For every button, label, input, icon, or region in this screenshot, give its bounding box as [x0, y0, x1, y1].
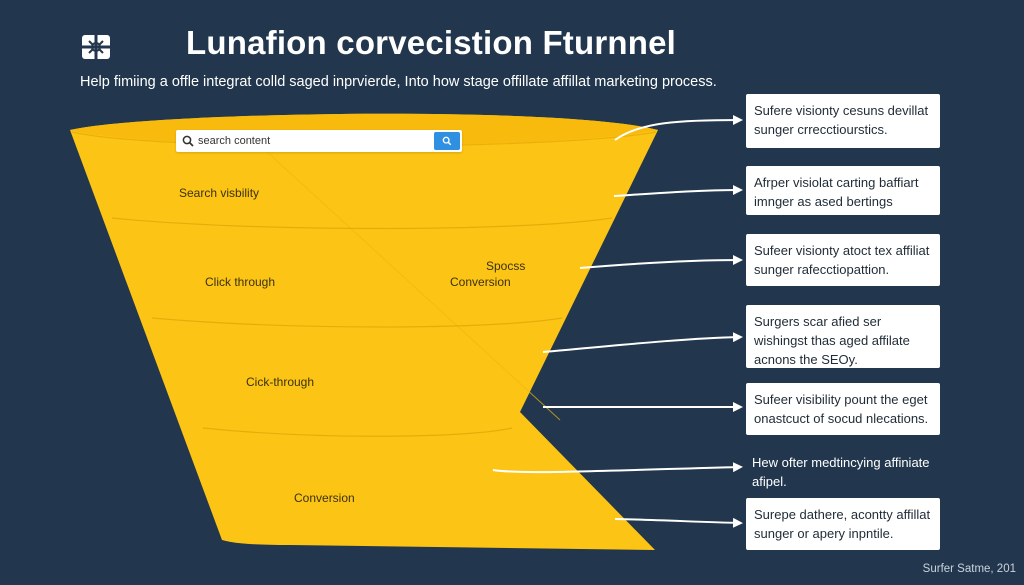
annotation-note-7: Surepe dathere, acontty affillat sunger …	[746, 498, 940, 550]
arrow-2	[613, 185, 743, 197]
annotation-note-6: Hew ofter medtincying affiniate afipel.	[752, 455, 930, 489]
puzzle-square-icon	[82, 35, 110, 59]
stage-label-click-through: Click through	[205, 275, 276, 289]
annotation-note-2: Afrper visiolat carting baffiart imnger …	[746, 166, 940, 215]
page-subtitle: Help fimiing a offle integrat colld sage…	[80, 74, 717, 90]
stage-label-spocss: Spocss	[486, 259, 526, 273]
annotation-note-4: Surgers scar afied ser wishingst thas ag…	[746, 305, 940, 368]
footer-credit: Surfer Satme, 201	[922, 563, 1016, 575]
search-icon	[442, 136, 452, 146]
search-icon	[182, 135, 194, 147]
stage-label-cick-through: Cick-through	[246, 375, 315, 389]
funnel-body	[70, 113, 658, 551]
search-bar[interactable]	[176, 130, 462, 152]
search-button[interactable]	[434, 132, 460, 150]
arrow-7	[614, 517, 743, 528]
page-title: Lunafion corvecistion Fturnnel	[186, 24, 677, 61]
annotation-note-1: Sufere visionty cesuns devillat sunger c…	[746, 94, 940, 148]
search-input[interactable]	[198, 131, 434, 151]
stage-label-conversion: Conversion	[294, 491, 355, 505]
annotation-note-3: Sufeer visionty atoct tex affiliat sunge…	[746, 234, 940, 286]
arrow-6	[492, 462, 743, 474]
arrow-1	[614, 115, 743, 141]
stage-label-conversion-upper: Conversion	[450, 275, 511, 289]
annotation-note-5: Sufeer visibility pount the eget onastcu…	[746, 383, 940, 435]
arrow-4	[542, 332, 743, 353]
arrow-3	[579, 255, 743, 269]
stage-label-search-visibility: Search visbility	[179, 186, 260, 200]
